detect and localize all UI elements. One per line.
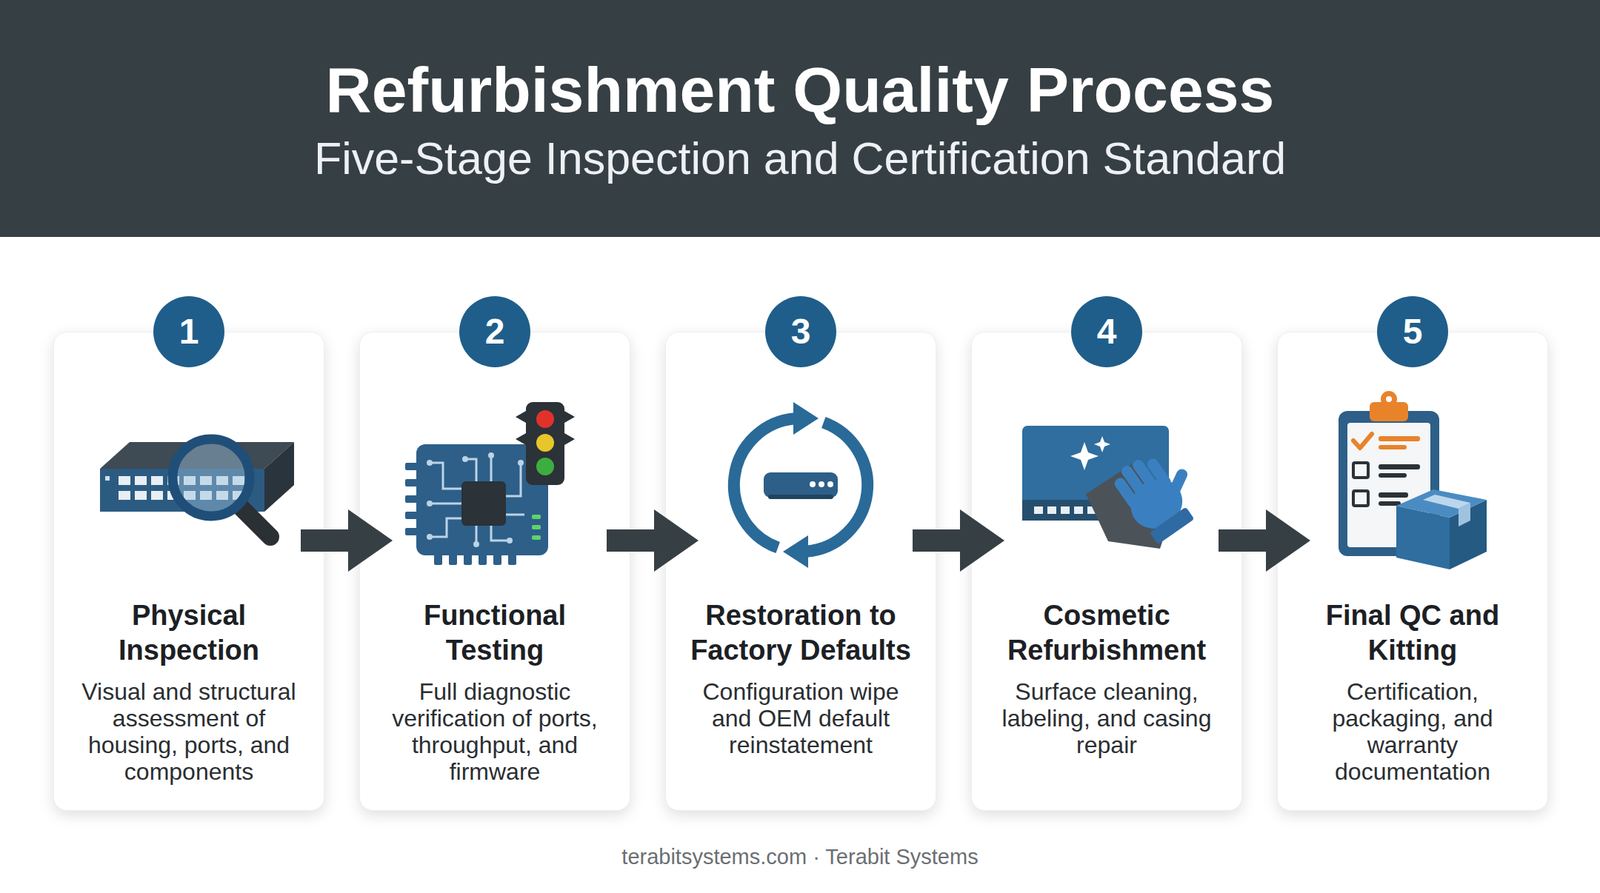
stage-heading: Physical Inspection (71, 598, 307, 669)
stage-description: Configuration wipe and OEM default reins… (684, 678, 918, 759)
subtitle: Five-Stage Inspection and Certification … (0, 131, 1600, 186)
clipboard-box-icon (1378, 473, 1407, 478)
cleaning-icon (1034, 506, 1043, 515)
circuit-board-icon (506, 537, 513, 544)
circuit-board-icon (531, 514, 541, 520)
step-number-circle: 1 (153, 296, 225, 368)
reset-cycle-icon (827, 481, 834, 488)
circuit-board-icon (462, 456, 469, 463)
cleaning-icon (1094, 436, 1111, 453)
switch-magnifier-icon (134, 491, 147, 500)
circuit-board-icon (531, 514, 541, 540)
switch-magnifier-icon (134, 476, 147, 486)
stage-description: Full diagnostic verification of ports, t… (378, 678, 612, 786)
flow-arrow (324, 529, 360, 552)
clipboard-box-icon (1378, 501, 1401, 506)
process-card: Restoration to Factory DefaultsConfigura… (665, 331, 937, 812)
clipboard-box-icon (1458, 502, 1471, 527)
clipboard-box-icon (1369, 402, 1409, 422)
circuit-board-icon (473, 541, 480, 548)
reset-cycle-icon (818, 481, 825, 488)
step-number: 5 (1402, 314, 1423, 350)
switch-magnifier-icon (118, 491, 131, 500)
circuit-board-icon (536, 410, 555, 429)
clipboard-box-icon (1353, 462, 1369, 478)
step-number-circle: 5 (1377, 296, 1449, 368)
diagram-title: Refurbishment Quality Process (0, 52, 1600, 127)
process-card: Physical InspectionVisual and structural… (53, 331, 325, 812)
process-card: Functional TestingFull diagnostic verifi… (359, 331, 631, 812)
cleaning-icon (1060, 506, 1070, 515)
clipboard-box-icon (1353, 491, 1369, 506)
cleaning-icon (1047, 506, 1057, 515)
clipboard-box-icon (1378, 445, 1407, 450)
cleaning-icon (1034, 506, 1097, 515)
circuit-board-icon (488, 452, 495, 459)
step-number-circle: 4 (1071, 296, 1143, 368)
switch-magnifier-icon (172, 439, 250, 517)
cleaning-icon (1070, 442, 1099, 471)
switch-magnifier-icon (151, 491, 163, 500)
circuit-board-icon (461, 481, 506, 526)
step-number: 3 (791, 314, 812, 350)
footer-caption: terabitsystems.com · Terabit Systems (0, 843, 1600, 871)
step-number-circle: 2 (459, 296, 531, 368)
circuit-board-icon (429, 518, 462, 538)
stage-heading: Functional Testing (377, 598, 613, 669)
stage-heading: Cosmetic Refurbishment (988, 598, 1225, 669)
clipboard-box-icon (1378, 492, 1409, 498)
circuit-board-icon (531, 525, 541, 530)
step-number: 2 (485, 314, 506, 350)
circuit-board-icon (525, 402, 565, 486)
reset-cycle-icon (809, 481, 816, 488)
circuit-board-icon (536, 457, 555, 476)
clipboard-box-icon (1353, 434, 1372, 449)
circuit-board-icon (491, 525, 510, 541)
process-card: Final QC and KittingCertification, packa… (1277, 331, 1549, 812)
flow-arrow (1242, 529, 1278, 552)
circuit-board-icon (426, 452, 524, 548)
circuit-board-icon (517, 460, 524, 466)
circuit-board-icon (429, 455, 525, 545)
reset-cycle-icon (763, 472, 838, 498)
stage-description: Certification, packaging, and warranty d… (1296, 678, 1530, 786)
circuit-board-icon (426, 534, 433, 540)
clipboard-box-icon (1385, 396, 1392, 403)
circuit-board-icon (531, 535, 541, 540)
process-card: Cosmetic RefurbishmentSurface cleaning, … (971, 331, 1243, 812)
step-number: 4 (1097, 314, 1118, 350)
circuit-board-icon (426, 500, 433, 507)
circuit-board-icon (429, 502, 462, 506)
reset-cycle-icon (809, 481, 834, 488)
switch-magnifier-icon (105, 476, 110, 481)
circuit-board-icon (505, 514, 525, 517)
clipboard-box-icon (1378, 436, 1420, 442)
stage-heading: Restoration to Factory Defaults (682, 598, 919, 669)
cleaning-icon (1074, 506, 1083, 515)
stage-description: Visual and structural assessment of hous… (72, 678, 306, 786)
switch-magnifier-icon (118, 476, 131, 486)
step-number-circle: 3 (765, 296, 837, 368)
flow-arrow (630, 529, 666, 552)
reset-cycle-icon (768, 494, 834, 500)
circuit-board-icon (426, 460, 433, 466)
step-number: 1 (179, 314, 200, 350)
circuit-board-icon (490, 455, 493, 482)
circuit-board-icon (536, 434, 555, 452)
stage-heading: Final QC and Kitting (1294, 598, 1531, 669)
flow-arrow (936, 529, 972, 552)
clipboard-box-icon (1378, 464, 1420, 470)
circuit-board-icon (429, 462, 462, 489)
stage-description: Surface cleaning, labeling, and casing r… (990, 678, 1224, 759)
circuit-board-icon (505, 462, 521, 497)
switch-magnifier-icon (151, 476, 163, 486)
circuit-board-icon (465, 459, 477, 482)
